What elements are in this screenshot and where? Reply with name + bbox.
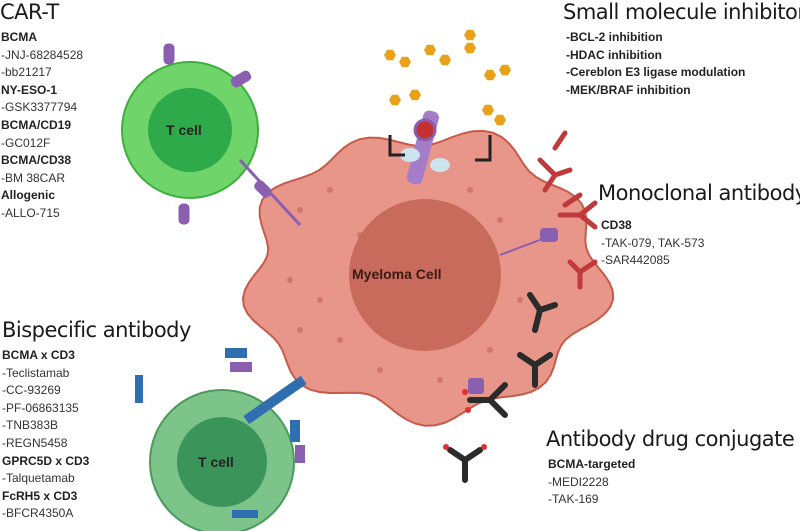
inhibitor-molecule [482,104,494,116]
granule [297,207,303,213]
small-molecule-inhibitors [384,29,511,126]
list-item: -TAK-169 [548,492,599,507]
inhibitor-molecule [409,89,421,101]
inhibitor-molecule [439,54,451,66]
list-item: -Cereblon E3 ligase modulation [566,65,746,80]
inhibition-marks [388,135,492,162]
small-molecule-title: Small molecule inhibitor [563,0,800,24]
list-item: -BCL-2 inhibition [566,30,663,44]
granule [287,277,293,283]
car-receptors [163,43,302,227]
granule [327,187,333,193]
granule [377,367,383,373]
list-item: -TAK-079, TAK-573 [601,235,705,250]
inhibitor-molecule [499,64,511,76]
t-cell-top-label: T cell [166,122,202,138]
list-item: -ALLO-715 [1,205,60,220]
list-item: FcRH5 x CD3 [2,488,78,503]
granule [497,217,503,223]
list-item: -JNJ-68284528 [1,47,84,62]
list-item: -BM 38CAR [1,170,66,185]
list-item: -HDAC inhibition [566,47,662,62]
monoclonal-list: CD38 -TAK-079, TAK-573 -SAR442085 [601,217,704,270]
inhibitor-molecule [389,94,401,106]
list-item: CD38 [601,218,632,232]
list-item: -SAR442085 [601,253,670,268]
bcma-receptor [468,378,484,394]
list-item: -BFCR4350A [2,506,74,521]
small-molecule-list: -BCL-2 inhibition -HDAC inhibition -Cerebl… [566,29,745,99]
list-item: NY-ESO-1 [1,82,58,97]
list-item: GPRC5D x CD3 [2,453,90,468]
inhibitor-molecule [399,56,411,68]
antibody-drug-conjugates [447,292,558,483]
granule [517,297,523,303]
granule [487,347,493,353]
myeloma-nucleus [349,199,501,351]
list-item: -GSK3377794 [1,100,78,115]
list-item: -MEDI2228 [548,474,609,489]
list-item: -MEK/BRAF inhibition [566,82,691,97]
monoclonal-title: Monoclonal antibody [598,181,800,205]
t-cell-top-nucleus [148,88,232,172]
list-item: BCMA/CD19 [1,117,72,132]
granule [437,377,443,383]
list-item: -REGN5458 [2,435,68,450]
inhibitor-molecule [424,44,436,56]
granule [337,337,343,343]
inhibitor-molecule [464,42,476,54]
list-item: -Teclistamab [2,365,70,380]
list-item: BCMA [1,30,37,44]
target-receptor [400,110,450,185]
list-item: Allogenic [1,188,56,203]
granule [467,187,473,193]
t-cell-bottom-label: T cell [198,454,234,470]
granule [317,297,323,303]
myeloma-cell-label: Myeloma Cell [352,266,442,282]
car-t-title: CAR-T [0,0,59,24]
inhibitor-molecule [384,49,396,61]
list-item: -CC-93269 [2,383,61,398]
inhibitor-molecule [484,69,496,81]
list-item: -bb21217 [1,65,52,80]
list-item: BCMA/CD38 [1,153,72,168]
monoclonal-antibodies [537,130,598,290]
list-item: -PF-06863135 [2,400,79,415]
list-item: -Talquetamab [2,471,75,486]
bispecific-antibodies [135,348,307,518]
inhibitor-molecule [494,114,506,126]
granule [297,327,303,333]
cytoplasm-granules [287,187,523,383]
list-item: BCMA-targeted [548,457,636,471]
list-item: -TNB383B [2,418,59,433]
inhibitor-molecule [464,29,476,41]
bispecific-title: Bispecific antibody [2,318,191,342]
adc-list: BCMA-targeted -MEDI2228 -TAK-169 [548,456,635,509]
t-cell-bottom-nucleus [177,417,267,507]
adc-title: Antibody drug conjugate [546,427,795,451]
drug-payloads [443,389,487,450]
list-item: -GC012F [1,135,51,150]
bispecific-list: BCMA x CD3 -Teclistamab -CC-93269 -PF-06863… [2,347,89,523]
list-item: BCMA x CD3 [2,348,75,362]
